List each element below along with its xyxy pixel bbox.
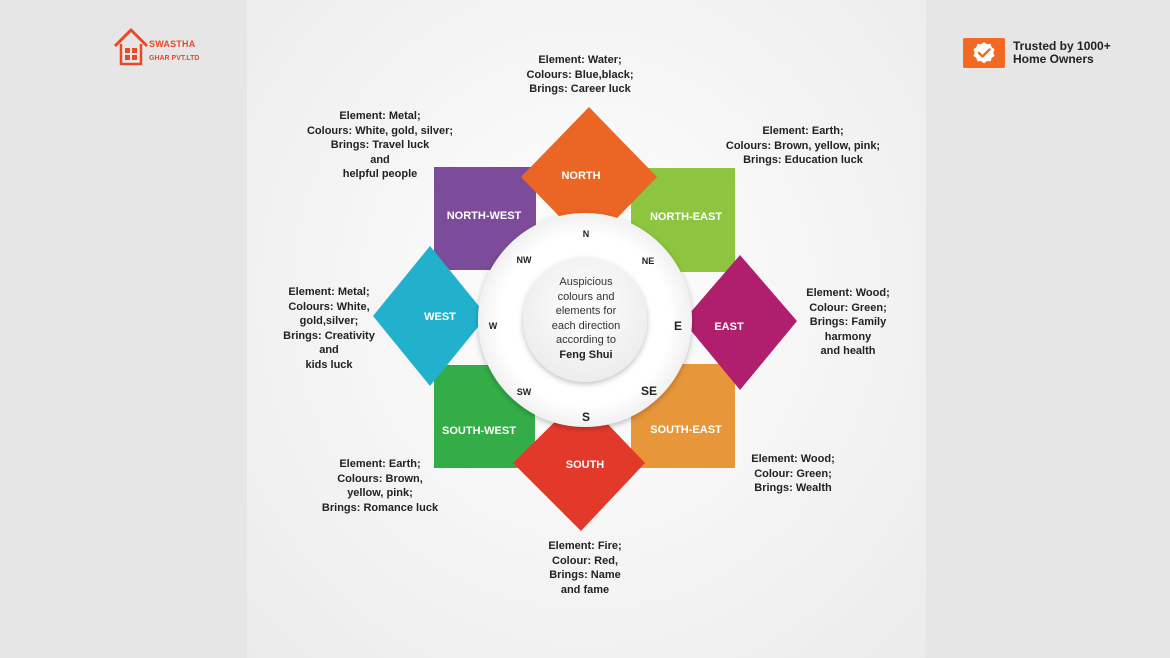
logo-tagline: GHAR PVT.LTD [149,55,200,62]
south-sector [513,396,645,531]
desc-line: Colours: White, [288,300,370,313]
desc-line: Colours: Blue,black; [526,68,634,81]
center-caption: Auspicious colours and elements for each… [538,275,634,362]
logo-wordmark: SWASTHA [149,39,196,49]
center-emphasis: Feng Shui [559,348,613,361]
desc-line: helpful people [342,168,418,180]
desc-line: Brings: Family [809,316,887,328]
south-label: SOUTH [566,459,605,471]
desc-line: and [319,344,339,356]
desc-line: yellow, pink; [347,487,413,499]
desc-line: Colours: White, gold, silver; [306,124,454,137]
desc-line: Element: Wood; [751,453,835,465]
east-sector [683,255,797,390]
desc-line: Brings: Travel luck [330,139,430,151]
trust-line-2: Home Owners [1013,52,1094,66]
north-east-description: Element: Earth; Colours: Brown, yellow, … [718,124,888,168]
north-label: NORTH [561,170,600,182]
west-description: Element: Metal; Colours: White, gold,sil… [276,285,382,372]
desc-line: Element: Metal; [339,110,421,122]
desc-line: harmony [824,330,872,343]
desc-line: Element: Water; [538,54,622,66]
desc-line: Element: Fire; [548,540,622,552]
desc-line: Brings: Career luck [529,83,631,95]
desc-line: gold,silver; [299,315,359,327]
south-east-label: SOUTH-EAST [650,424,722,436]
center-line: elements for [555,305,617,317]
desc-line: and [370,153,390,166]
center-line: colours and [557,290,615,303]
compass-n: N [583,229,590,239]
desc-line: Colour: Red, [552,554,618,567]
west-label: WEST [424,311,456,323]
desc-line: Colours: Brown, yellow, pink; [725,139,881,152]
center-line: each direction [551,319,621,332]
desc-line: Brings: Romance luck [321,501,439,514]
desc-line: Element: Earth; [762,125,844,137]
desc-line: Element: Metal; [288,286,370,298]
center-line: according to [556,334,616,346]
desc-line: Colour: Green; [754,467,832,480]
trust-statement: Trusted by 1000+ Home Owners [1013,40,1111,66]
compass-sw: SW [517,387,532,397]
desc-line: Brings: Wealth [754,482,832,494]
north-west-description: Element: Metal; Colours: White, gold, si… [298,109,462,182]
desc-line: Colours: Brown, [337,472,423,485]
desc-line: and health [820,345,876,357]
north-west-label: NORTH-WEST [447,210,522,222]
desc-line: Brings: Creativity [283,329,375,342]
north-east-label: NORTH-EAST [650,211,722,223]
trust-line-1: Trusted by 1000+ [1013,39,1111,53]
center-line: Auspicious [559,276,613,288]
center-disc [523,258,647,382]
compass-se: SE [641,384,657,398]
desc-line: Element: Wood; [806,287,890,299]
north-description: Element: Water; Colours: Blue,black; Bri… [505,53,655,97]
desc-line: and fame [560,583,610,596]
compass-nw: NW [517,255,532,265]
desc-line: Brings: Name [549,569,621,581]
east-description: Element: Wood; Colour: Green; Brings: Fa… [795,286,901,359]
south-description: Element: Fire; Colour: Red, Brings: Name… [534,539,636,597]
compass-ne: NE [642,256,655,266]
east-label: EAST [714,321,744,333]
west-sector [373,246,487,386]
south-east-description: Element: Wood; Colour: Green; Brings: We… [738,452,848,496]
south-west-label: SOUTH-WEST [442,425,516,437]
compass-s: S [582,410,590,424]
desc-line: Brings: Education luck [743,154,863,166]
north-sector [521,107,657,247]
desc-line: Colour: Green; [809,301,887,314]
house-logo-icon [113,28,149,66]
south-west-description: Element: Earth; Colours: Brown, yellow, … [314,457,446,515]
desc-line: kids luck [305,358,353,371]
verified-badge-icon [963,38,1005,68]
compass-e: E [674,319,682,333]
compass-w: W [489,321,498,331]
desc-line: Element: Earth; [339,458,421,470]
